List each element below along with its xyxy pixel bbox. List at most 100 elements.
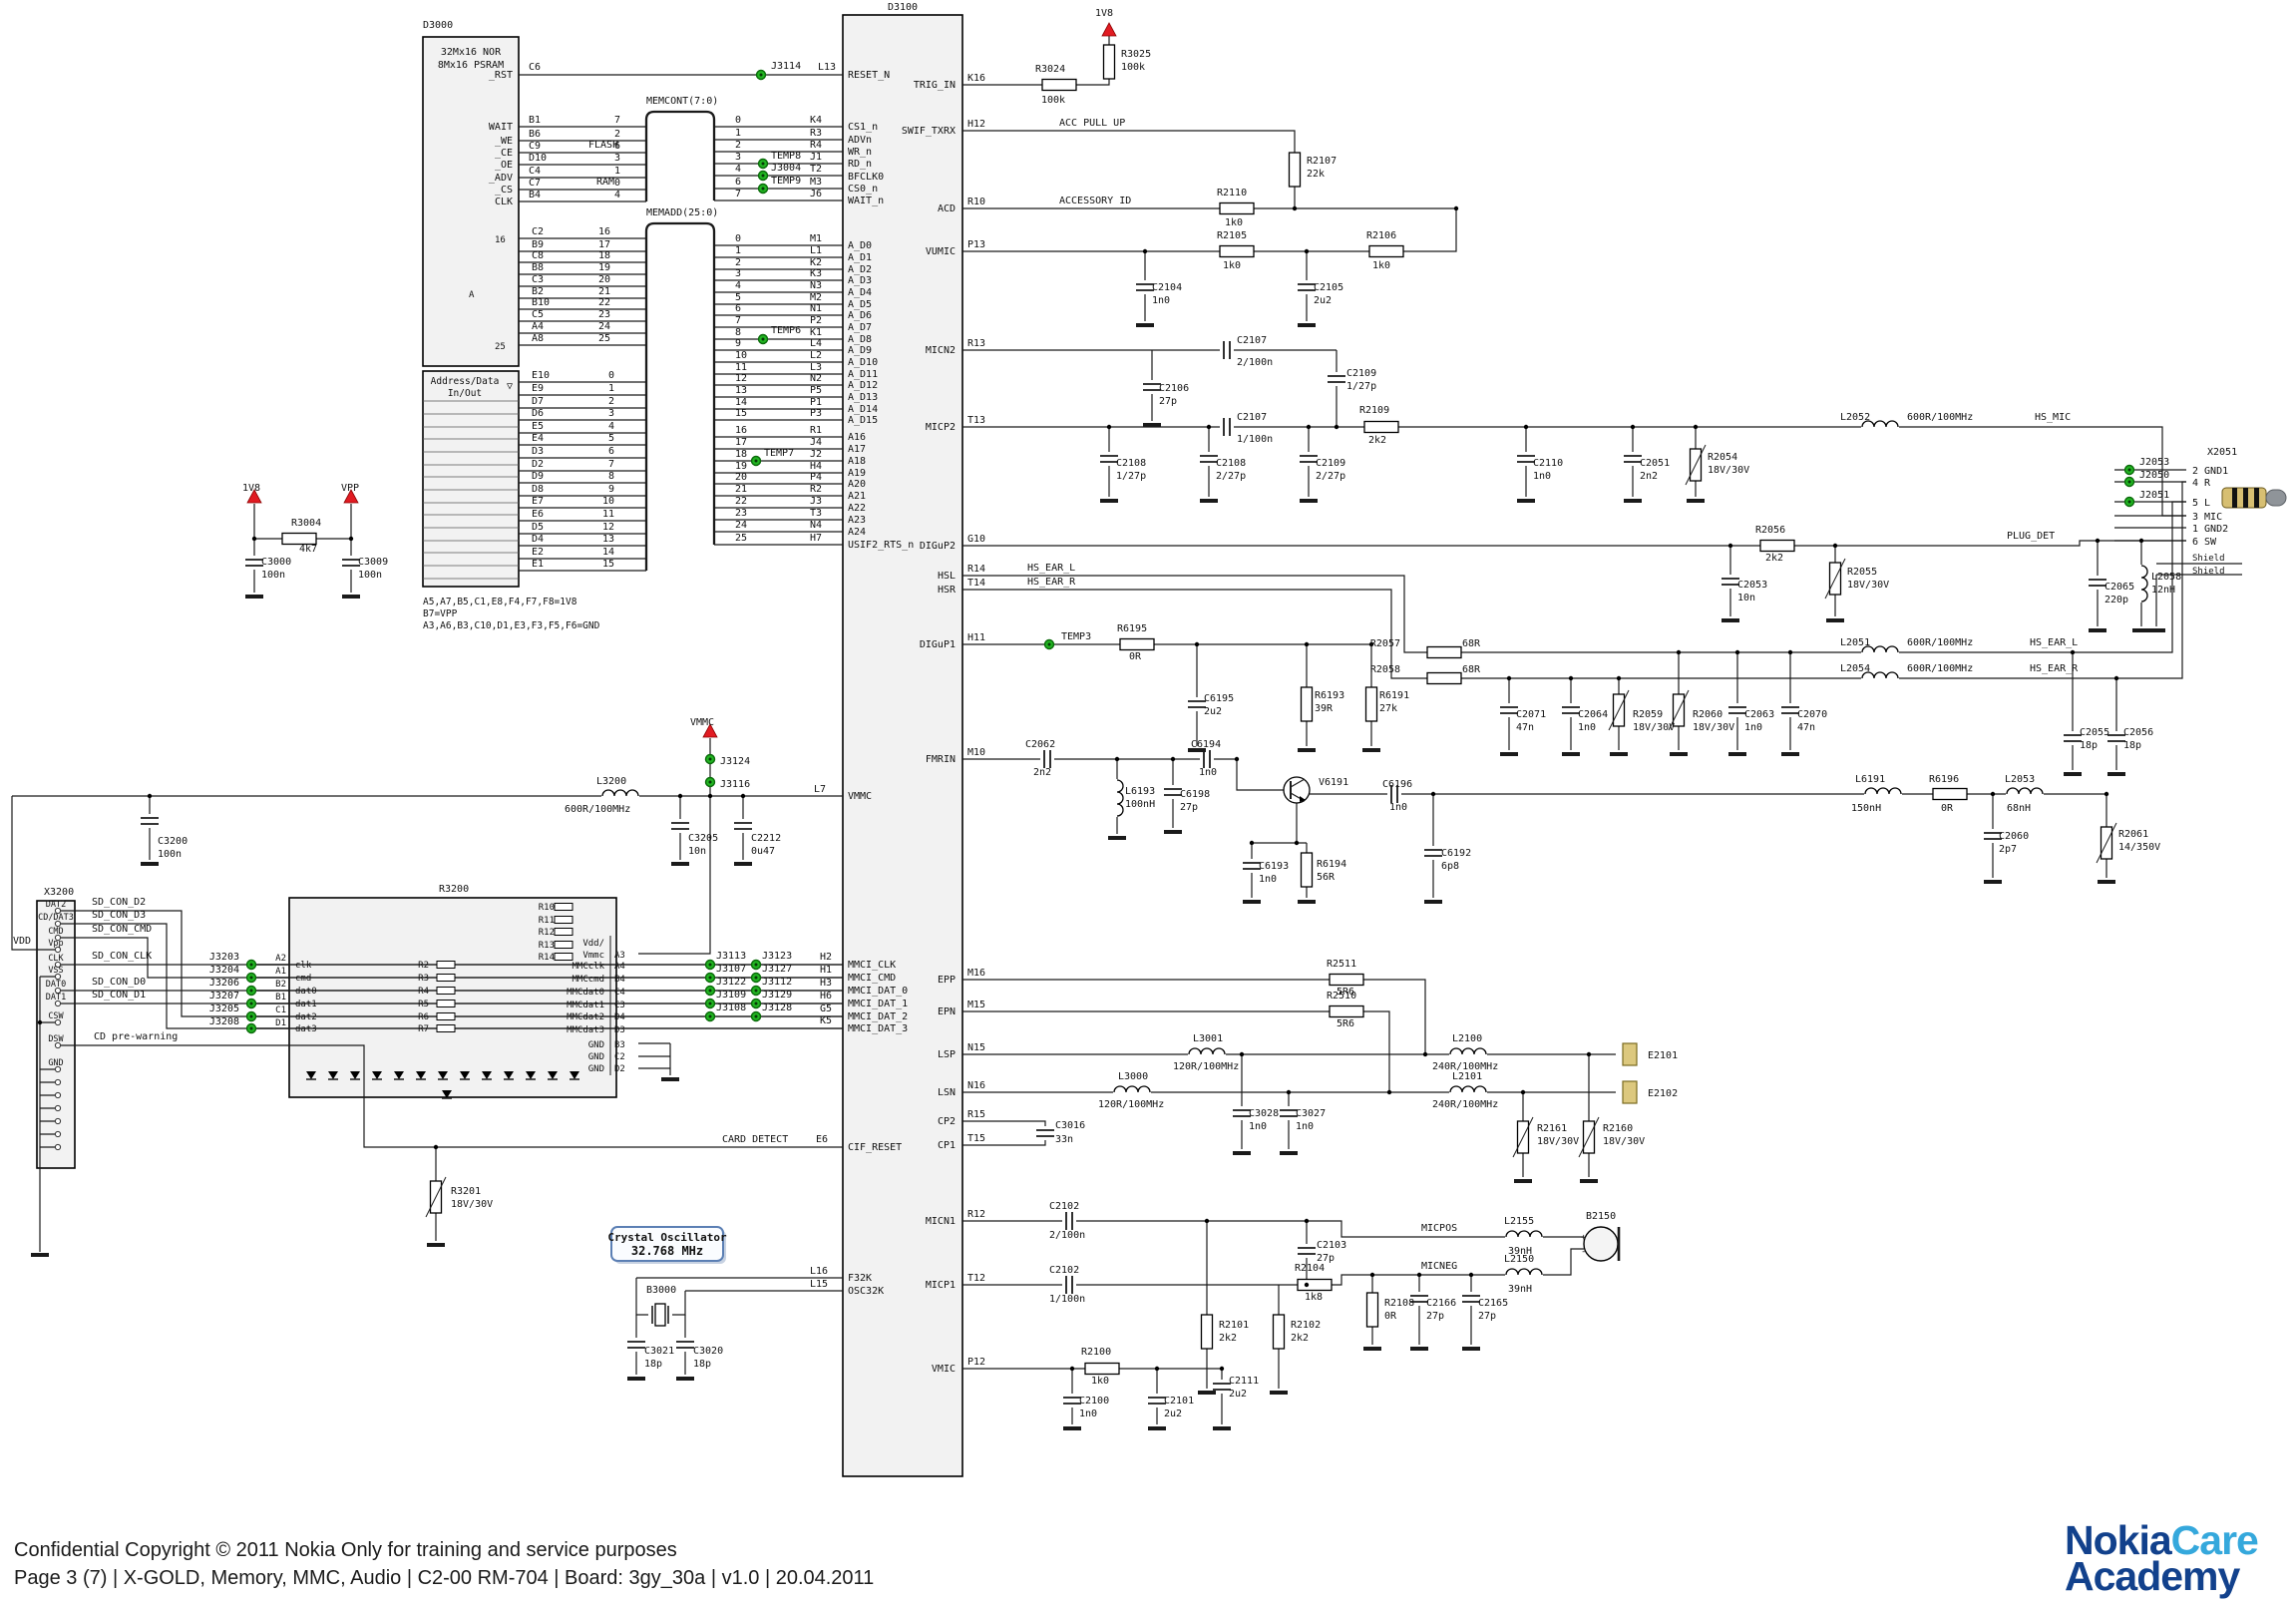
schematic-label: 2k2 (1219, 1333, 1237, 1344)
schematic-label: C3 (614, 1001, 625, 1010)
pin-label: 14 (735, 397, 747, 408)
junction-dot (1114, 756, 1120, 762)
connector-pin (54, 934, 62, 942)
pin-label: 19 (735, 461, 747, 472)
schematic-label: R4 (418, 987, 429, 997)
schematic-label: J2051 (2139, 490, 2169, 501)
schematic-label: C2071 (1516, 709, 1546, 720)
schematic-label: CLK (48, 954, 64, 964)
pin-label: C9 (529, 141, 541, 152)
schematic-label: R2056 (1755, 525, 1785, 536)
schematic-label: WR_n (848, 147, 872, 158)
junction-dot (1506, 675, 1512, 681)
wire (962, 1138, 1046, 1146)
testpoint-icon (754, 1002, 758, 1005)
schematic-label: 1n0 (1259, 874, 1277, 885)
schematic-label: C3020 (693, 1346, 723, 1357)
schematic-label: MMCdat3 (567, 1025, 604, 1035)
schematic-label: K5 (820, 1015, 832, 1026)
schematic-label: CD pre-warning (94, 1031, 178, 1042)
schematic-label: C2064 (1578, 709, 1608, 720)
schematic-label: GND (588, 1052, 604, 1062)
res-R6196 (1932, 787, 1968, 801)
schematic-label: WAIT_n (848, 196, 884, 206)
junction-dot (1304, 248, 1310, 254)
schematic-label: L7 (814, 784, 826, 795)
pin-label: D6 (532, 408, 544, 419)
schematic-label: 2n2 (1640, 471, 1658, 482)
schematic-label: 5 L (2192, 498, 2210, 509)
schematic-label: C6196 (1382, 779, 1412, 790)
schematic-label: A_D8 (848, 334, 872, 345)
schematic-label: A_D7 (848, 322, 872, 333)
schematic-label: 0u47 (751, 846, 775, 857)
pin-label: J3 (810, 496, 822, 507)
connector-pin (54, 961, 62, 969)
schematic-label: HS_EAR_R (2030, 663, 2079, 674)
schematic-label: HS_EAR_R (1027, 577, 1076, 588)
wire (58, 1044, 843, 1148)
schematic-label: L2058 (2151, 572, 2181, 583)
schematic-label: R3024 (1035, 64, 1065, 75)
power-arrow-icon (246, 489, 262, 504)
pin-label: 2 (614, 129, 620, 140)
coil-L2051 (1861, 645, 1899, 653)
testpoint-icon (754, 459, 758, 463)
coil-L3000 (1113, 1084, 1151, 1093)
pin-label: L2 (810, 350, 822, 361)
footer-line2: Page 3 (7) | X-GOLD, Memory, MMC, Audio … (14, 1567, 875, 1589)
pin-label: J6 (810, 189, 822, 200)
schematic-label: 2k2 (1765, 553, 1783, 564)
res-R2100 (1084, 1362, 1120, 1376)
schematic-label: MMCdat0 (567, 988, 604, 998)
wire (638, 796, 711, 955)
schematic-label: SD_CON_D3 (92, 910, 146, 921)
schematic-label: J3208 (209, 1016, 239, 1027)
pin-label: 1 (608, 383, 614, 394)
schematic-label: R2058 (1370, 664, 1400, 675)
schematic-label: VPP (341, 483, 359, 494)
schematic-label: GND (588, 1064, 604, 1074)
pin-label: 1 (735, 128, 741, 139)
var-R2160-diag (1578, 1116, 1600, 1158)
schematic-label: 6p8 (1441, 861, 1459, 872)
schematic-label: B3000 (646, 1285, 676, 1296)
schematic-label: VUMIC (926, 246, 956, 257)
schematic-label: 39R (1315, 703, 1334, 714)
res-R2109 (1363, 420, 1399, 434)
schematic-label: BFCLK0 (848, 172, 884, 183)
schematic-label: A_D0 (848, 240, 872, 251)
schematic-label: L13 (818, 62, 836, 73)
testpoint-icon (708, 1002, 712, 1005)
junction-dot (1234, 756, 1240, 762)
schematic-label: H6 (820, 991, 832, 1002)
res-R2058 (1426, 671, 1462, 685)
schematic-label: 4 R (2192, 478, 2211, 489)
schematic-label: R2108 (1384, 1298, 1414, 1309)
schematic-label: CIF_RESET (848, 1142, 902, 1153)
pin-label: D7 (532, 396, 544, 407)
cap-C3016 (1035, 1126, 1055, 1140)
schematic-label: USIF2_RTS_n (848, 540, 914, 551)
schematic-label: VSS (48, 966, 63, 976)
junction-dot (1369, 1272, 1375, 1278)
schematic-label: A20 (848, 479, 866, 490)
schematic-label: MICP1 (926, 1280, 956, 1291)
wire (962, 1220, 1584, 1238)
schematic-label: R3200 (439, 884, 469, 895)
junction-dot (1468, 1272, 1474, 1278)
schematic-label: R2100 (1081, 1347, 1111, 1358)
schematic-label: R13 (539, 941, 555, 951)
junction-dot (740, 793, 746, 799)
schematic-label: DIGuP1 (920, 639, 956, 650)
resistor-internal (554, 916, 574, 924)
schematic-label: 600R/100MHz (1907, 637, 1973, 648)
callout-title: Crystal Oscillator (607, 1231, 727, 1244)
schematic-label: C2060 (1999, 831, 2029, 842)
schematic-label: C2111 (1229, 1376, 1259, 1387)
connector-pin (54, 1143, 62, 1151)
schematic-label: 22k (1307, 169, 1325, 180)
junction-dot (251, 536, 257, 542)
schematic-label: VMMC (690, 717, 714, 728)
junction-dot (348, 536, 354, 542)
